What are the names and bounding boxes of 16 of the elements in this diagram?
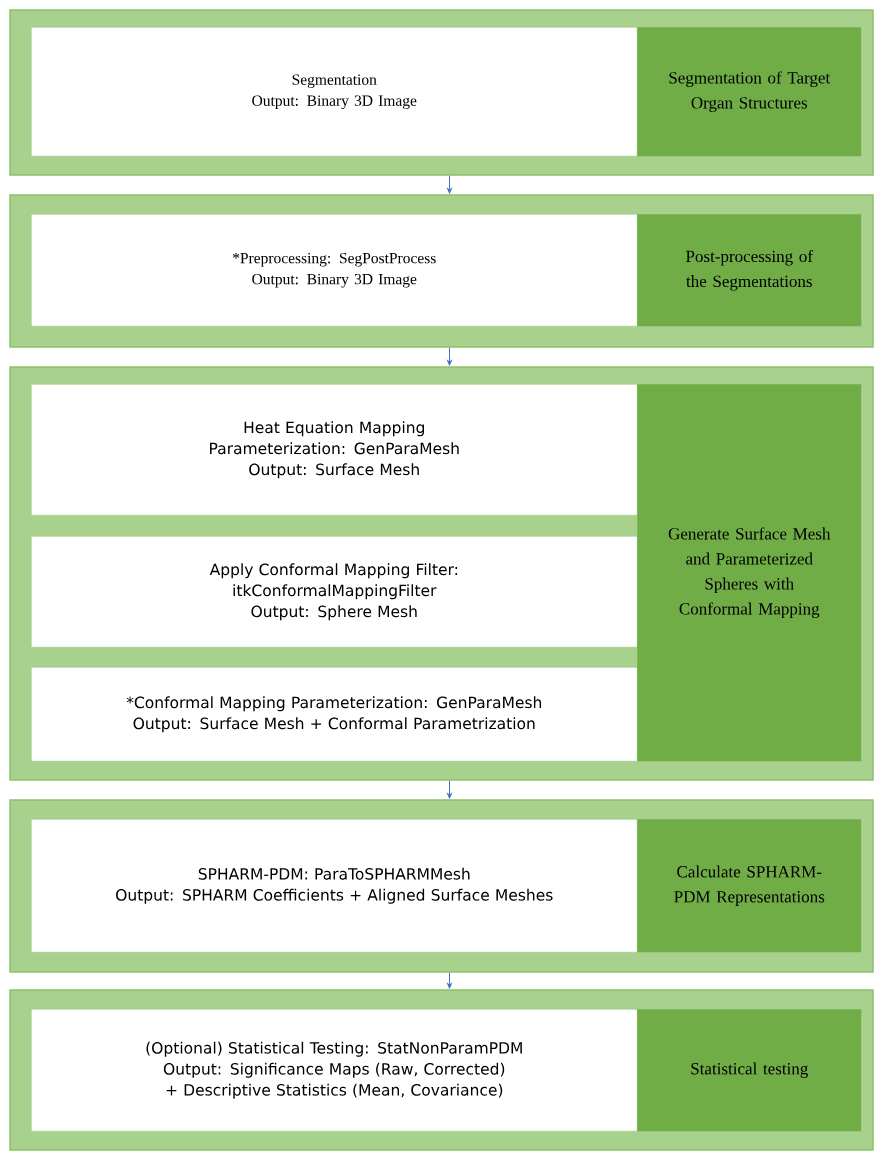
stage-label-box: Segmentation of Target Organ Structures xyxy=(637,27,862,157)
arrow xyxy=(447,175,452,194)
process-box: SPHARM-PDM: ParaToSPHARMMesh Output: SPHARM Coefficients + Aligned Surface Meshes xyxy=(30,818,638,953)
stage-label-box: Statistical testing xyxy=(637,1009,862,1132)
process-box: Heat Equation Mapping Parameterization: GenParaMesh Output: Surface Mesh xyxy=(30,383,638,516)
process-box: *Conformal Mapping Parameterization: GenParaMesh Output: Surface Mesh + Conformal Parametrization xyxy=(30,666,638,762)
process-box: Segmentation Output: Binary 3D Image xyxy=(30,26,638,157)
process-box: (Optional) Statistical Testing: StatNonParamPDM Output: Significance Maps (Raw, Corrected) + Descriptive Statistics (Mean, Covariance) xyxy=(30,1008,638,1132)
stage-label-box: Post-processing of the Segmentations xyxy=(637,214,862,327)
stage-label-box: Calculate SPHARM-PDM Representations xyxy=(637,819,862,953)
arrow xyxy=(447,347,452,366)
process-box: Apply Conformal Mapping Filter: itkConformalMappingFilter Output: Sphere Mesh xyxy=(30,535,638,648)
process-box: *Preprocessing: SegPostProcess Output: Binary 3D Image xyxy=(30,213,638,327)
stage-label-box: Generate Surface Mesh and Parameterized Spheres with Conformal Mapping xyxy=(637,384,862,762)
arrow xyxy=(447,972,452,989)
arrow xyxy=(447,780,452,799)
